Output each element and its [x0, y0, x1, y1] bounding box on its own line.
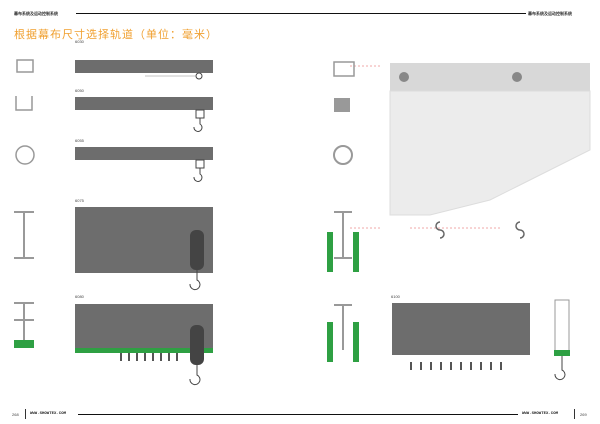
footer-divider: [574, 409, 575, 419]
track-6080-drawing: [14, 302, 213, 386]
right-side-drawings: [350, 65, 500, 229]
track-6075-drawing: [14, 207, 213, 291]
footer-url-left[interactable]: WWW.SHOWTEX.COM: [30, 412, 67, 416]
footer-divider: [25, 409, 26, 419]
section-header-right: 幕布系统及运动控制系统: [528, 11, 572, 16]
page-number-right: 269: [580, 412, 587, 417]
header-rule: [76, 13, 526, 14]
track-label-6100: 6100: [391, 294, 400, 299]
track-label-6055: 6055: [75, 138, 84, 143]
section-header-left: 幕布系统及运动控制系统: [14, 11, 58, 16]
track-6055-drawing: [15, 145, 213, 182]
track-6050-drawing: [15, 96, 213, 132]
track-label-6075: 6075: [75, 198, 84, 203]
track-label-6050: 6050: [75, 88, 84, 93]
track-6030-drawing: [16, 59, 213, 80]
footer-url-right[interactable]: WWW.SHOWTEX.COM: [522, 412, 559, 416]
page-number-left: 268: [12, 412, 19, 417]
page-title: 根据幕布尺寸选择轨道（单位：毫米）: [14, 29, 218, 41]
track-label-6080: 6080: [75, 294, 84, 299]
footer-rule: [78, 414, 518, 415]
track-label-6030: 6030: [75, 39, 84, 44]
